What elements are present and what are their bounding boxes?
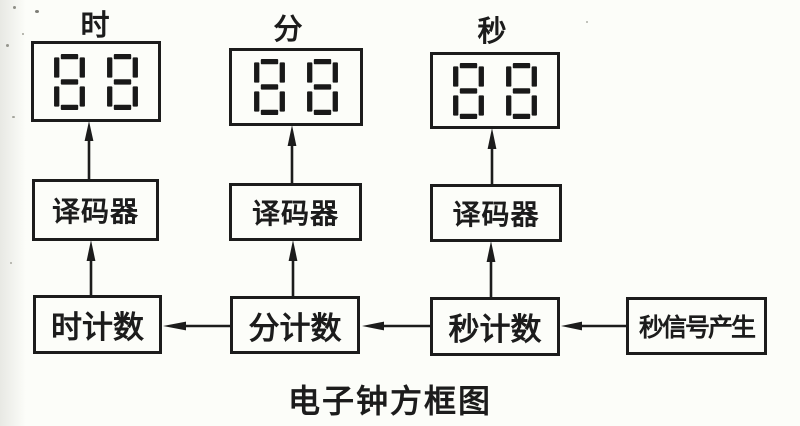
arrow-hour-counter-to-decoder	[86, 240, 96, 295]
arrow-second-decoder-to-display	[487, 128, 497, 184]
second-decoder-label: 译码器	[452, 200, 540, 231]
scan-speck	[13, 6, 16, 9]
second-display	[430, 52, 560, 129]
seven-segment-digit-8	[254, 59, 285, 115]
second-decoder-box: 译码器	[430, 184, 562, 242]
seven-segment-digit-8	[506, 62, 537, 119]
second-counter-box: 秒计数	[430, 297, 560, 356]
minute-decoder-label: 译码器	[251, 199, 339, 230]
second-signal-source-box: 秒信号产生	[626, 297, 767, 355]
seven-segment-digit-8	[307, 59, 338, 115]
second-unit-label: 秒	[477, 16, 507, 48]
seven-segment-digits	[453, 62, 537, 119]
seven-segment-digit-8	[107, 53, 138, 110]
scan-speck	[12, 116, 15, 118]
scan-speck	[586, 21, 588, 23]
minute-unit-label: 分	[273, 14, 303, 46]
minute-display	[229, 48, 363, 126]
arrow-second-to-minute-counter	[362, 321, 430, 331]
second-counter-label: 秒计数	[448, 312, 542, 347]
diagram-caption: 电子钟方框图	[287, 383, 492, 419]
seven-segment-digit-8	[453, 62, 484, 119]
second-signal-source-label: 秒信号产生	[638, 315, 756, 342]
minute-decoder-box: 译码器	[229, 183, 362, 241]
arrow-minute-to-hour-counter	[163, 321, 230, 331]
arrow-minute-decoder-to-display	[287, 125, 297, 183]
seven-segment-digits	[54, 53, 138, 110]
arrow-minute-counter-to-decoder	[288, 240, 298, 296]
hour-unit-label: 时	[80, 10, 110, 42]
hour-counter-label: 时计数	[51, 310, 144, 345]
scan-speck	[6, 44, 9, 47]
scan-speck	[10, 262, 12, 264]
hour-counter-box: 时计数	[33, 295, 162, 354]
minute-counter-box: 分计数	[230, 296, 360, 354]
hour-decoder-box: 译码器	[32, 179, 159, 241]
arrow-source-to-second-counter	[561, 321, 626, 331]
minute-counter-label: 分计数	[248, 310, 342, 346]
scan-speck	[35, 10, 39, 13]
scan-speck	[22, 33, 24, 35]
hour-display	[31, 41, 161, 122]
arrow-second-counter-to-decoder	[486, 241, 496, 297]
seven-segment-digits	[254, 59, 338, 115]
arrow-hour-decoder-to-display	[84, 121, 94, 179]
seven-segment-digit-8	[54, 53, 85, 110]
hour-decoder-label: 译码器	[51, 197, 139, 228]
